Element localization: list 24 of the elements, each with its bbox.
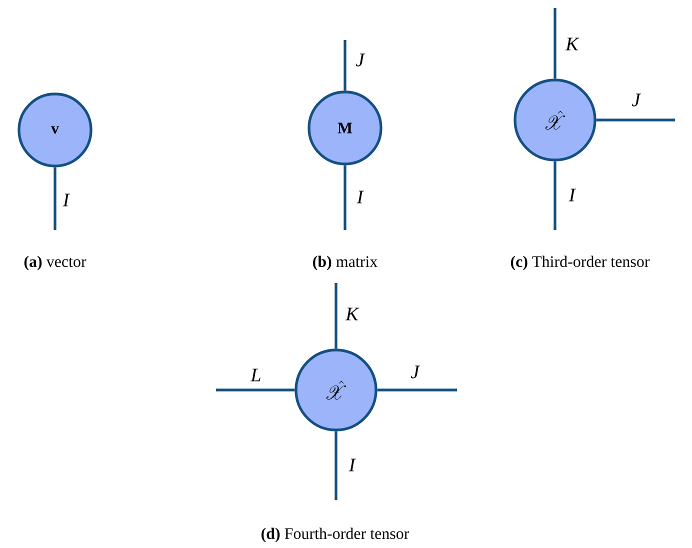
index-label: I: [348, 458, 356, 472]
index-line: [216, 388, 295, 392]
index-label: I: [568, 188, 576, 202]
index-line: [334, 431, 338, 500]
index-label: J: [411, 366, 420, 378]
subfigure-caption: (d) Fourth-order tensor: [262, 528, 410, 542]
index-line: [334, 283, 338, 349]
index-line: [554, 161, 556, 230]
index-label: K: [345, 308, 360, 320]
index-line: [596, 118, 675, 122]
index-label: I: [356, 190, 364, 204]
index-label: L: [250, 368, 260, 382]
index-line: [554, 8, 556, 79]
subfigure-caption: (c) Third-order tensor: [510, 256, 650, 270]
index-line: [344, 40, 346, 91]
subfigure-caption: (b) matrix: [313, 256, 378, 270]
index-label: J: [356, 54, 365, 66]
subfigure-caption: (a) vector: [24, 256, 86, 270]
index-label: K: [565, 38, 580, 50]
index-line: [344, 165, 346, 230]
index-label: J: [632, 94, 641, 106]
index-line: [54, 167, 56, 230]
index-label: I: [62, 194, 70, 206]
index-line: [377, 388, 457, 392]
